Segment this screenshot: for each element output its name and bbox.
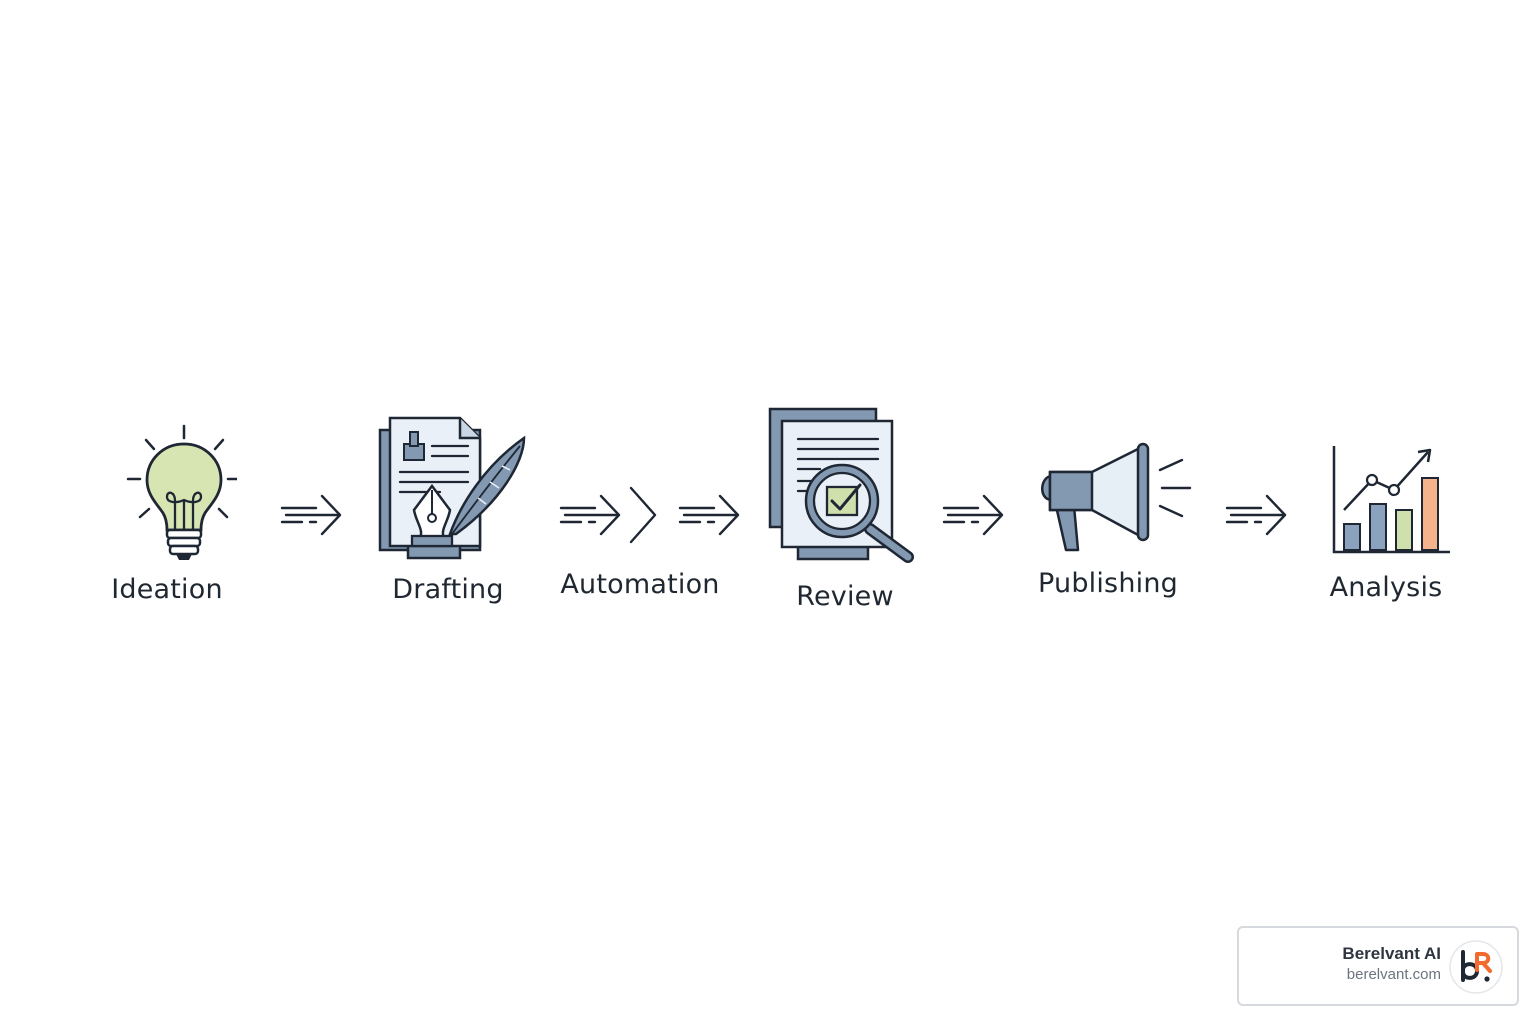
- stage-review: Review: [760, 405, 930, 612]
- stage-label-drafting: Drafting: [392, 574, 504, 605]
- document-pen-feather-icon: [378, 416, 526, 560]
- dashed-arrow-icon: [678, 494, 740, 536]
- dashed-arrow-icon: [942, 494, 1004, 536]
- document-magnifier-check-icon: [768, 407, 914, 563]
- dashed-arrow-icon: [280, 494, 342, 536]
- stage-automation: Automation: [545, 569, 735, 600]
- stage-ideation: Ideation: [80, 420, 254, 605]
- bar-chart-trend-icon: [1332, 446, 1450, 554]
- brand-name: Berelvant AI: [1342, 944, 1441, 963]
- stage-label-publishing: Publishing: [1038, 568, 1178, 599]
- stage-drafting: Drafting: [360, 410, 536, 605]
- lightbulb-icon: [126, 424, 237, 560]
- stage-label-review: Review: [796, 581, 894, 612]
- brand-text: Berelvant AI berelvant.com: [1342, 944, 1441, 986]
- dashed-arrow-icon: [1225, 494, 1287, 536]
- stage-analysis: Analysis: [1310, 440, 1462, 603]
- berelvant-logo-icon: [1449, 940, 1503, 994]
- brand-url[interactable]: berelvant.com: [1346, 966, 1441, 983]
- stage-label-analysis: Analysis: [1329, 572, 1443, 603]
- stage-label-ideation: Ideation: [111, 574, 223, 605]
- dashed-arrow-icon: [559, 486, 657, 544]
- megaphone-icon: [1041, 442, 1192, 552]
- stage-label-automation: Automation: [560, 569, 720, 600]
- stage-publishing: Publishing: [1020, 440, 1196, 599]
- brand-badge[interactable]: Berelvant AI berelvant.com: [1237, 926, 1519, 1006]
